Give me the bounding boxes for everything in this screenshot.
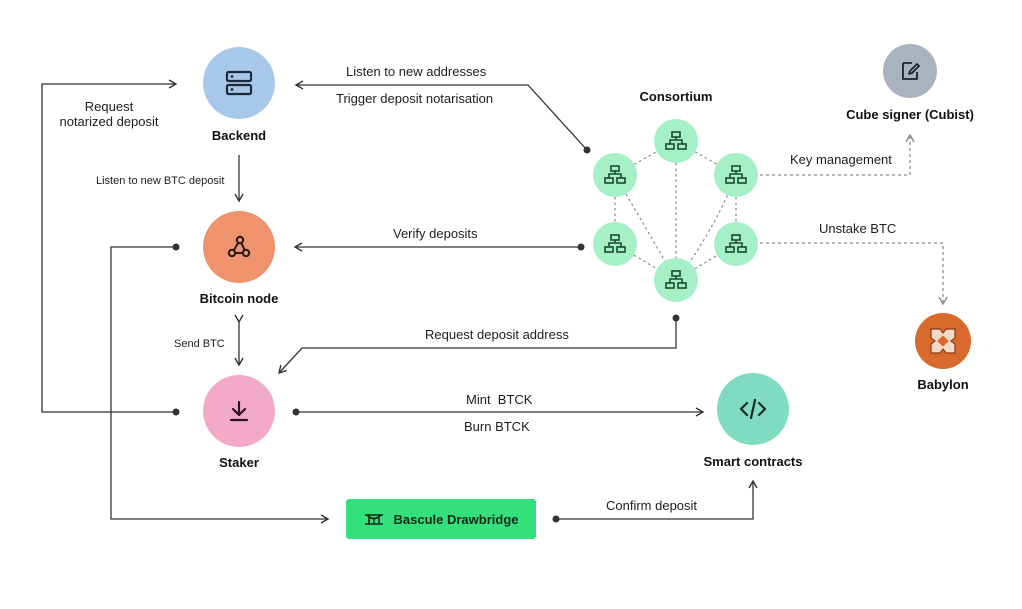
sitemap-icon — [725, 165, 747, 184]
babylon-title: Babylon — [917, 377, 969, 392]
label-trigger-notarisation: Trigger deposit notarisation — [336, 91, 494, 106]
consortium-title: Consortium — [639, 89, 713, 104]
edge-dot — [292, 408, 300, 416]
label-request-line2: notarized deposit — [59, 114, 159, 129]
label-request-address: Request deposit address — [425, 327, 569, 342]
edge-unstake — [760, 242, 948, 306]
edge-dot — [172, 408, 180, 416]
edge-dot — [577, 243, 585, 251]
backend-title: Backend — [211, 128, 267, 143]
consortium-node-bottom[interactable] — [654, 258, 698, 302]
bridge-icon — [364, 514, 383, 525]
smart-contracts-node[interactable] — [717, 373, 789, 445]
edge-listen-addresses — [294, 80, 588, 151]
label-confirm-deposit: Confirm deposit — [606, 498, 698, 513]
babylon-node[interactable] — [915, 313, 971, 369]
bascule-title: Bascule Drawbridge — [393, 511, 519, 527]
smart-contracts-title: Smart contracts — [703, 454, 803, 469]
bitcoin-node[interactable] — [203, 211, 275, 283]
label-key-management: Key management — [790, 152, 892, 167]
edge-confirm-deposit — [556, 479, 758, 520]
signature-icon — [902, 62, 920, 80]
sitemap-icon — [665, 270, 687, 289]
bitcoin-node-title: Bitcoin node — [199, 291, 279, 306]
edge-dot — [552, 515, 560, 523]
edge-dot — [672, 314, 680, 322]
edge-request-address — [278, 318, 677, 375]
label-request-line1: Request — [84, 99, 134, 114]
network-nodes-icon — [227, 235, 251, 258]
edge-bascule-in — [110, 246, 330, 524]
consortium-node-lower-right[interactable] — [714, 222, 758, 266]
staker-node[interactable] — [203, 375, 275, 447]
backend-node[interactable] — [203, 47, 275, 119]
sitemap-icon — [725, 234, 747, 253]
edge-request-notarized — [41, 79, 178, 413]
label-listen-addresses: Listen to new addresses — [346, 64, 487, 79]
code-icon — [739, 398, 767, 420]
staker-title: Staker — [219, 455, 259, 470]
label-burn-btck: Burn BTCK — [464, 419, 530, 434]
edge-dot — [583, 146, 591, 154]
bascule-drawbridge-button[interactable]: Bascule Drawbridge — [346, 499, 536, 539]
cube-signer-node[interactable] — [883, 44, 937, 98]
consortium-node-top[interactable] — [654, 119, 698, 163]
sitemap-icon — [604, 234, 626, 253]
sitemap-icon — [665, 131, 687, 150]
download-icon — [229, 400, 249, 422]
label-listen-btc: Listen to new BTC deposit — [96, 175, 225, 187]
edge-dot — [172, 243, 180, 251]
consortium-node-upper-left[interactable] — [593, 153, 637, 197]
sitemap-icon — [604, 165, 626, 184]
server-icon — [225, 70, 253, 96]
label-request-notarized: Request notarized deposit — [52, 99, 166, 129]
cube-signer-title: Cube signer (Cubist) — [846, 107, 974, 122]
babylon-logo-icon — [930, 328, 956, 354]
label-unstake-btc: Unstake BTC — [819, 221, 897, 236]
label-send-btc: Send BTC — [174, 338, 225, 350]
consortium-node-upper-right[interactable] — [714, 153, 758, 197]
label-verify-deposits: Verify deposits — [393, 226, 478, 241]
consortium-node-lower-left[interactable] — [593, 222, 637, 266]
edge-key-management — [760, 133, 915, 176]
label-mint-btck: Mint BTCK — [466, 392, 533, 407]
